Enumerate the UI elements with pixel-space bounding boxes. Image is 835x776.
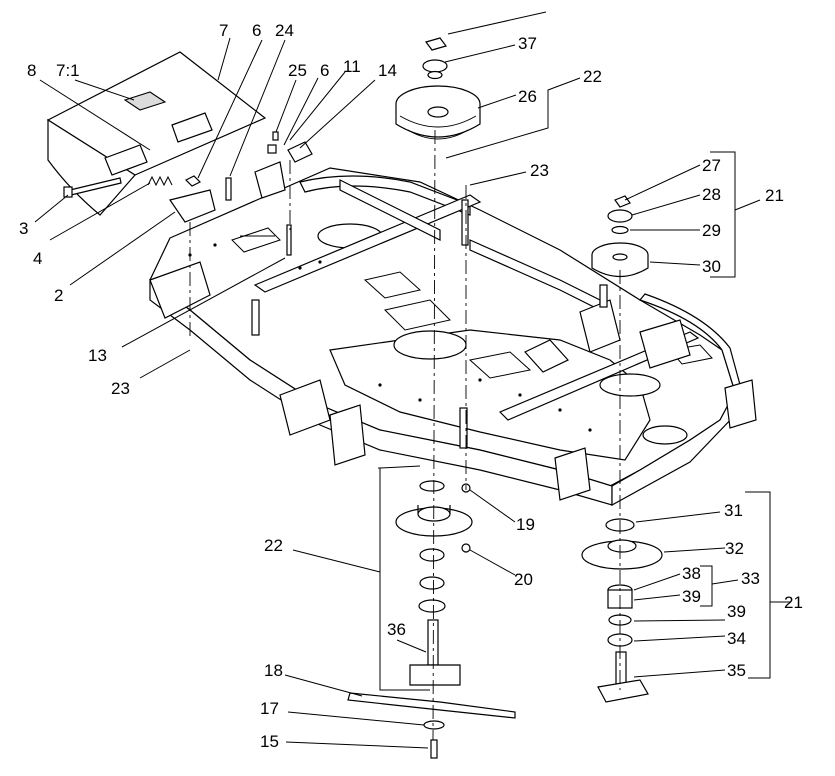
callout-18: 18: [264, 661, 283, 680]
callout-8: 8: [27, 61, 37, 80]
callout-11: 11: [343, 57, 361, 76]
callout-13: 13: [88, 346, 107, 365]
spindle-opening-right: [599, 373, 661, 397]
callout-39: 39: [682, 587, 701, 606]
callout-28: 28: [702, 185, 721, 204]
callout-34: 34: [727, 629, 746, 648]
assembly-center-lines: [189, 129, 621, 741]
callout-3: 3: [19, 219, 29, 238]
deflector-hardware: [63, 131, 313, 256]
callout-26: 26: [518, 87, 537, 106]
callout-32: 32: [725, 539, 744, 558]
callout-24: 24: [275, 21, 294, 40]
right-pulley-assembly: [591, 195, 649, 278]
callout-7-1: 7:1: [56, 61, 80, 80]
callout-6: 6: [320, 61, 330, 80]
callout-35: 35: [727, 661, 746, 680]
callout-27: 27: [702, 156, 721, 175]
right-spindle-assembly: [581, 518, 663, 703]
callout-21: 21: [765, 186, 784, 205]
callout-38: 38: [682, 564, 701, 583]
callout-23: 23: [111, 379, 130, 398]
callout-31: 31: [724, 501, 743, 520]
spindle-opening-center: [393, 330, 467, 360]
callout-19: 19: [516, 515, 535, 534]
callout-14: 14: [378, 61, 397, 80]
center-spindle-assembly: [347, 480, 516, 759]
callout-leader-lines: [34, 11, 790, 749]
callout-25: 25: [288, 61, 307, 80]
callout-4: 4: [33, 249, 43, 268]
mower-deck: [149, 167, 757, 507]
callout-23: 23: [530, 161, 549, 180]
callout-15: 15: [260, 732, 279, 751]
callout-17: 17: [260, 699, 279, 718]
callout-6: 6: [252, 21, 262, 40]
callout-20: 20: [514, 570, 533, 589]
callout-30: 30: [702, 257, 721, 276]
callout-37: 37: [518, 34, 537, 53]
center-pulley-assembly: [395, 37, 481, 140]
callout-29: 29: [702, 221, 721, 240]
callout-33: 33: [741, 569, 760, 588]
callout-7: 7: [219, 21, 229, 40]
callout-36: 36: [387, 620, 406, 639]
callout-21: 21: [784, 593, 803, 612]
callout-22: 22: [264, 536, 283, 555]
callout-22: 22: [583, 67, 602, 86]
callout-39: 39: [727, 602, 746, 621]
callout-2: 2: [54, 286, 64, 305]
discharge-deflector: [46, 51, 267, 216]
